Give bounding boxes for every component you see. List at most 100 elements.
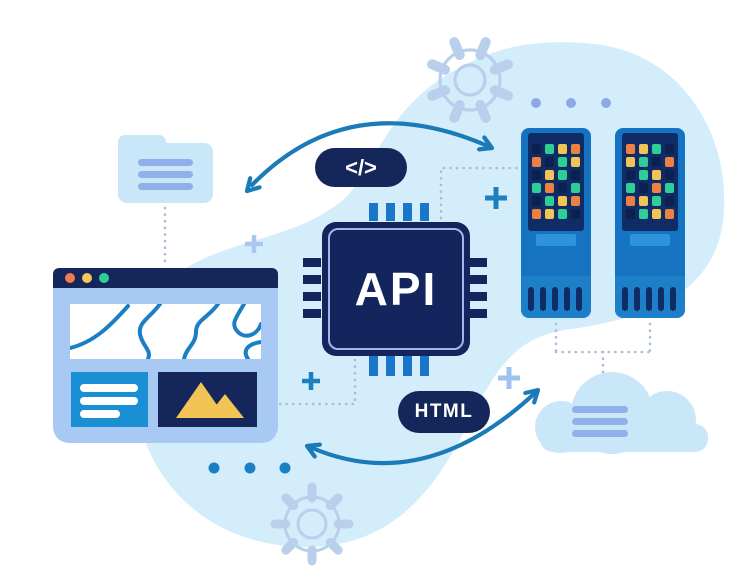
plus-mark-bottom-right (498, 367, 520, 389)
gear-icon-top (427, 37, 513, 123)
chip-pin-bottom (403, 356, 412, 376)
mountain-icon (176, 382, 244, 418)
chip-pin-right (469, 275, 487, 284)
arrowhead-bottom-left (304, 442, 322, 459)
server-led-orange (625, 144, 635, 154)
traffic-dot-red (65, 273, 75, 283)
server-led-green (665, 183, 675, 193)
server-led-orange (531, 157, 541, 167)
server-led-green (544, 144, 554, 154)
server-vent (540, 287, 546, 311)
server-led-green (558, 209, 568, 219)
cloud-icon (535, 372, 708, 454)
chip-pin-bottom (369, 356, 378, 376)
server-led-yellow (544, 209, 554, 219)
server-led-grid (528, 133, 584, 231)
server-vent (658, 287, 664, 311)
plus-mark-top-right (485, 187, 507, 209)
server-led-navy (638, 183, 648, 193)
browser-header (53, 268, 278, 288)
map-panel (70, 304, 261, 359)
chip-pin-left (303, 258, 321, 267)
text-line (80, 384, 138, 392)
server-led-yellow (638, 196, 648, 206)
plus-mark-bottom-left (302, 372, 320, 390)
server-led-orange (571, 144, 581, 154)
server-led-navy (665, 170, 675, 180)
server-led-navy (544, 157, 554, 167)
folder-line (138, 159, 193, 166)
server-led-yellow (652, 209, 662, 219)
server-vent (528, 287, 534, 311)
server-led-navy (531, 196, 541, 206)
server-tower-right (615, 128, 685, 318)
chip-pin-right (469, 309, 487, 318)
server-led-orange (665, 209, 675, 219)
server-led-green (544, 196, 554, 206)
api-chip: API (322, 222, 470, 356)
server-led-yellow (638, 144, 648, 154)
server-led-orange (571, 196, 581, 206)
server-led-orange (531, 209, 541, 219)
server-led-green (571, 183, 581, 193)
arrowhead-bottom-right (523, 387, 541, 405)
server-led-navy (531, 170, 541, 180)
code-badge: </> (315, 148, 407, 187)
arrowhead-top-right (477, 135, 495, 152)
server-led-navy (652, 157, 662, 167)
chip-pin-top (403, 203, 412, 221)
chip-pin-right (469, 258, 487, 267)
arrow-top (244, 121, 495, 194)
dots-bottom (208, 462, 291, 474)
folder-icon (118, 135, 213, 203)
server-drive-bar (630, 234, 670, 246)
chip-pin-left (303, 292, 321, 301)
server-led-yellow (558, 196, 568, 206)
server-vent (576, 287, 582, 311)
chip-label: API (354, 263, 438, 315)
chip-pin-left (303, 275, 321, 284)
server-led-navy (571, 170, 581, 180)
server-led-navy (625, 170, 635, 180)
server-led-navy (665, 144, 675, 154)
dotted-connector-servers-cloud (554, 322, 652, 384)
html-badge-label: HTML (414, 401, 474, 422)
server-led-green (625, 183, 635, 193)
server-led-green (638, 170, 648, 180)
chip-pin-top (369, 203, 378, 221)
server-led-yellow (558, 144, 568, 154)
text-line (80, 410, 120, 418)
server-tower-left (521, 128, 591, 318)
server-led-orange (544, 183, 554, 193)
chip-pin-top (386, 203, 395, 221)
traffic-dot-green (99, 273, 109, 283)
server-led-orange (652, 183, 662, 193)
server-vent (670, 287, 676, 311)
code-badge-label: </> (345, 154, 377, 180)
server-led-grid (622, 133, 678, 231)
server-led-navy (625, 209, 635, 219)
server-led-green (558, 157, 568, 167)
gear-icon-bottom (270, 482, 354, 566)
server-led-yellow (571, 157, 581, 167)
dots-top (531, 98, 611, 108)
browser-window (53, 268, 278, 443)
chip-inner-border (328, 228, 464, 350)
chip-pin-bottom (420, 356, 429, 376)
server-led-yellow (544, 170, 554, 180)
server-led-navy (558, 183, 568, 193)
html-badge: HTML (398, 391, 490, 433)
text-card (71, 372, 148, 427)
server-led-orange (625, 196, 635, 206)
arrow-bottom (304, 387, 541, 466)
server-vent (552, 287, 558, 311)
server-led-navy (571, 209, 581, 219)
arrowhead-top-left (244, 176, 262, 194)
map-lines (70, 304, 261, 359)
server-led-yellow (652, 170, 662, 180)
traffic-dot-yellow (82, 273, 92, 283)
server-led-green (558, 170, 568, 180)
server-vent (634, 287, 640, 311)
server-led-navy (531, 144, 541, 154)
